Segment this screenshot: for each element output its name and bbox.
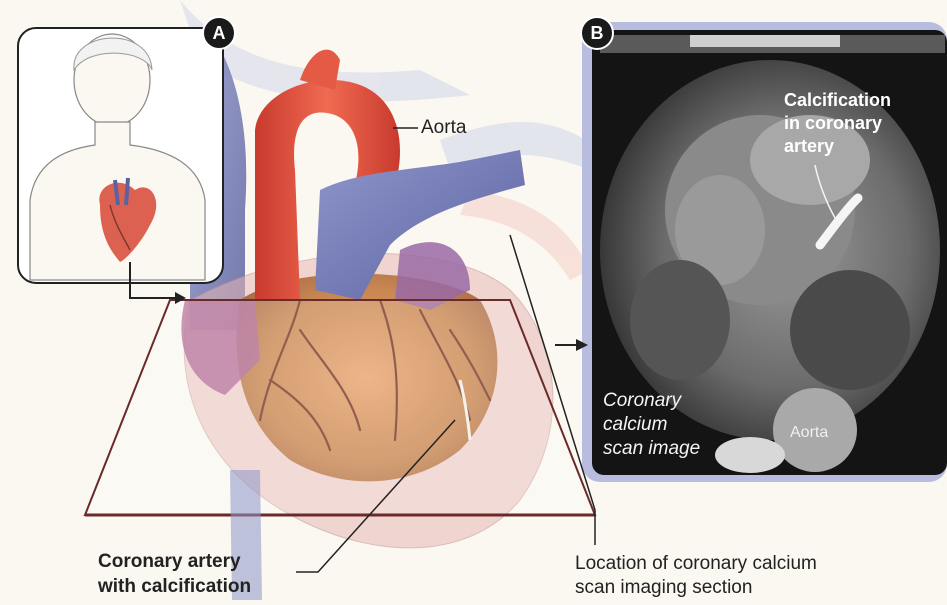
coronary-artery-label-line1: Coronary artery xyxy=(98,551,241,573)
panel-b-ct-image xyxy=(582,22,947,482)
scan-image-label-line1: Coronary xyxy=(603,390,681,412)
ct-aorta-label: Aorta xyxy=(790,424,828,442)
calcification-label-line2: in coronary xyxy=(784,113,882,134)
location-label-line1: Location of coronary calcium xyxy=(575,553,817,575)
calcification-label-line1: Calcification xyxy=(784,90,891,111)
panel-b-badge: B xyxy=(580,16,614,50)
panel-a-inset xyxy=(18,28,223,283)
coronary-artery-label-line2: with calcification xyxy=(98,576,251,598)
calcification-label-line3: artery xyxy=(784,136,834,157)
scan-plane xyxy=(85,300,595,515)
scan-image-label-line3: scan image xyxy=(603,438,700,460)
location-label-line2: scan imaging section xyxy=(575,577,752,599)
panel-a-badge: A xyxy=(202,16,236,50)
scan-image-label-line2: calcium xyxy=(603,414,667,436)
aorta-label: Aorta xyxy=(421,117,466,139)
